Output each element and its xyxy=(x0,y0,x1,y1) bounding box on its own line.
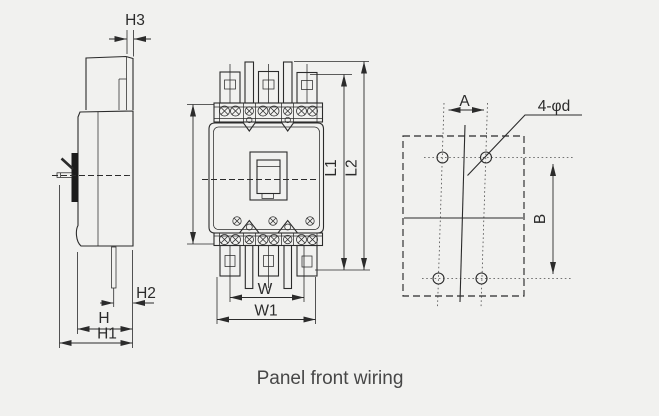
dim-label-h: H xyxy=(98,310,109,327)
mounting-panel-view: A 4-φd B xyxy=(402,93,582,309)
mounting-hole xyxy=(479,151,493,164)
toggle-handle xyxy=(71,153,78,202)
handle-window xyxy=(249,151,288,201)
side-view: H3 H2 H H1 xyxy=(52,12,156,348)
dim-label-a: A xyxy=(459,93,470,110)
mounting-hole xyxy=(436,151,449,164)
dim-label-l1: L1 xyxy=(323,159,340,176)
bottom-terminal-strip xyxy=(213,232,324,247)
dim-label-h2: H2 xyxy=(136,285,156,302)
hole-callout-label: 4-φd xyxy=(538,98,570,115)
dim-label-h1: H1 xyxy=(97,326,117,343)
bottom-terminals xyxy=(219,244,318,290)
breaker-side-top-box xyxy=(85,55,134,110)
breaker-front-body xyxy=(208,122,325,234)
toggle-lever xyxy=(60,157,74,170)
panel-cutout-dashed-rect xyxy=(402,135,525,297)
caption: Panel front wiring xyxy=(257,368,404,389)
dim-label-w1: W1 xyxy=(254,303,277,320)
front-view: W W1 L1 L2 xyxy=(187,61,370,324)
top-terminals xyxy=(219,61,318,104)
breaker-side-outline xyxy=(75,110,134,247)
dim-label-b: B xyxy=(532,214,549,224)
mounting-hole xyxy=(475,272,488,285)
dim-label-h3: H3 xyxy=(125,12,145,29)
dim-label-l2: L2 xyxy=(344,159,361,176)
terminal-rod xyxy=(111,246,117,289)
mounting-hole xyxy=(432,272,445,285)
hole-callout-leader xyxy=(467,114,582,176)
panel-vertical-centerline xyxy=(459,124,466,303)
top-terminal-strip xyxy=(213,102,324,124)
dim-label-w: W xyxy=(258,281,273,298)
